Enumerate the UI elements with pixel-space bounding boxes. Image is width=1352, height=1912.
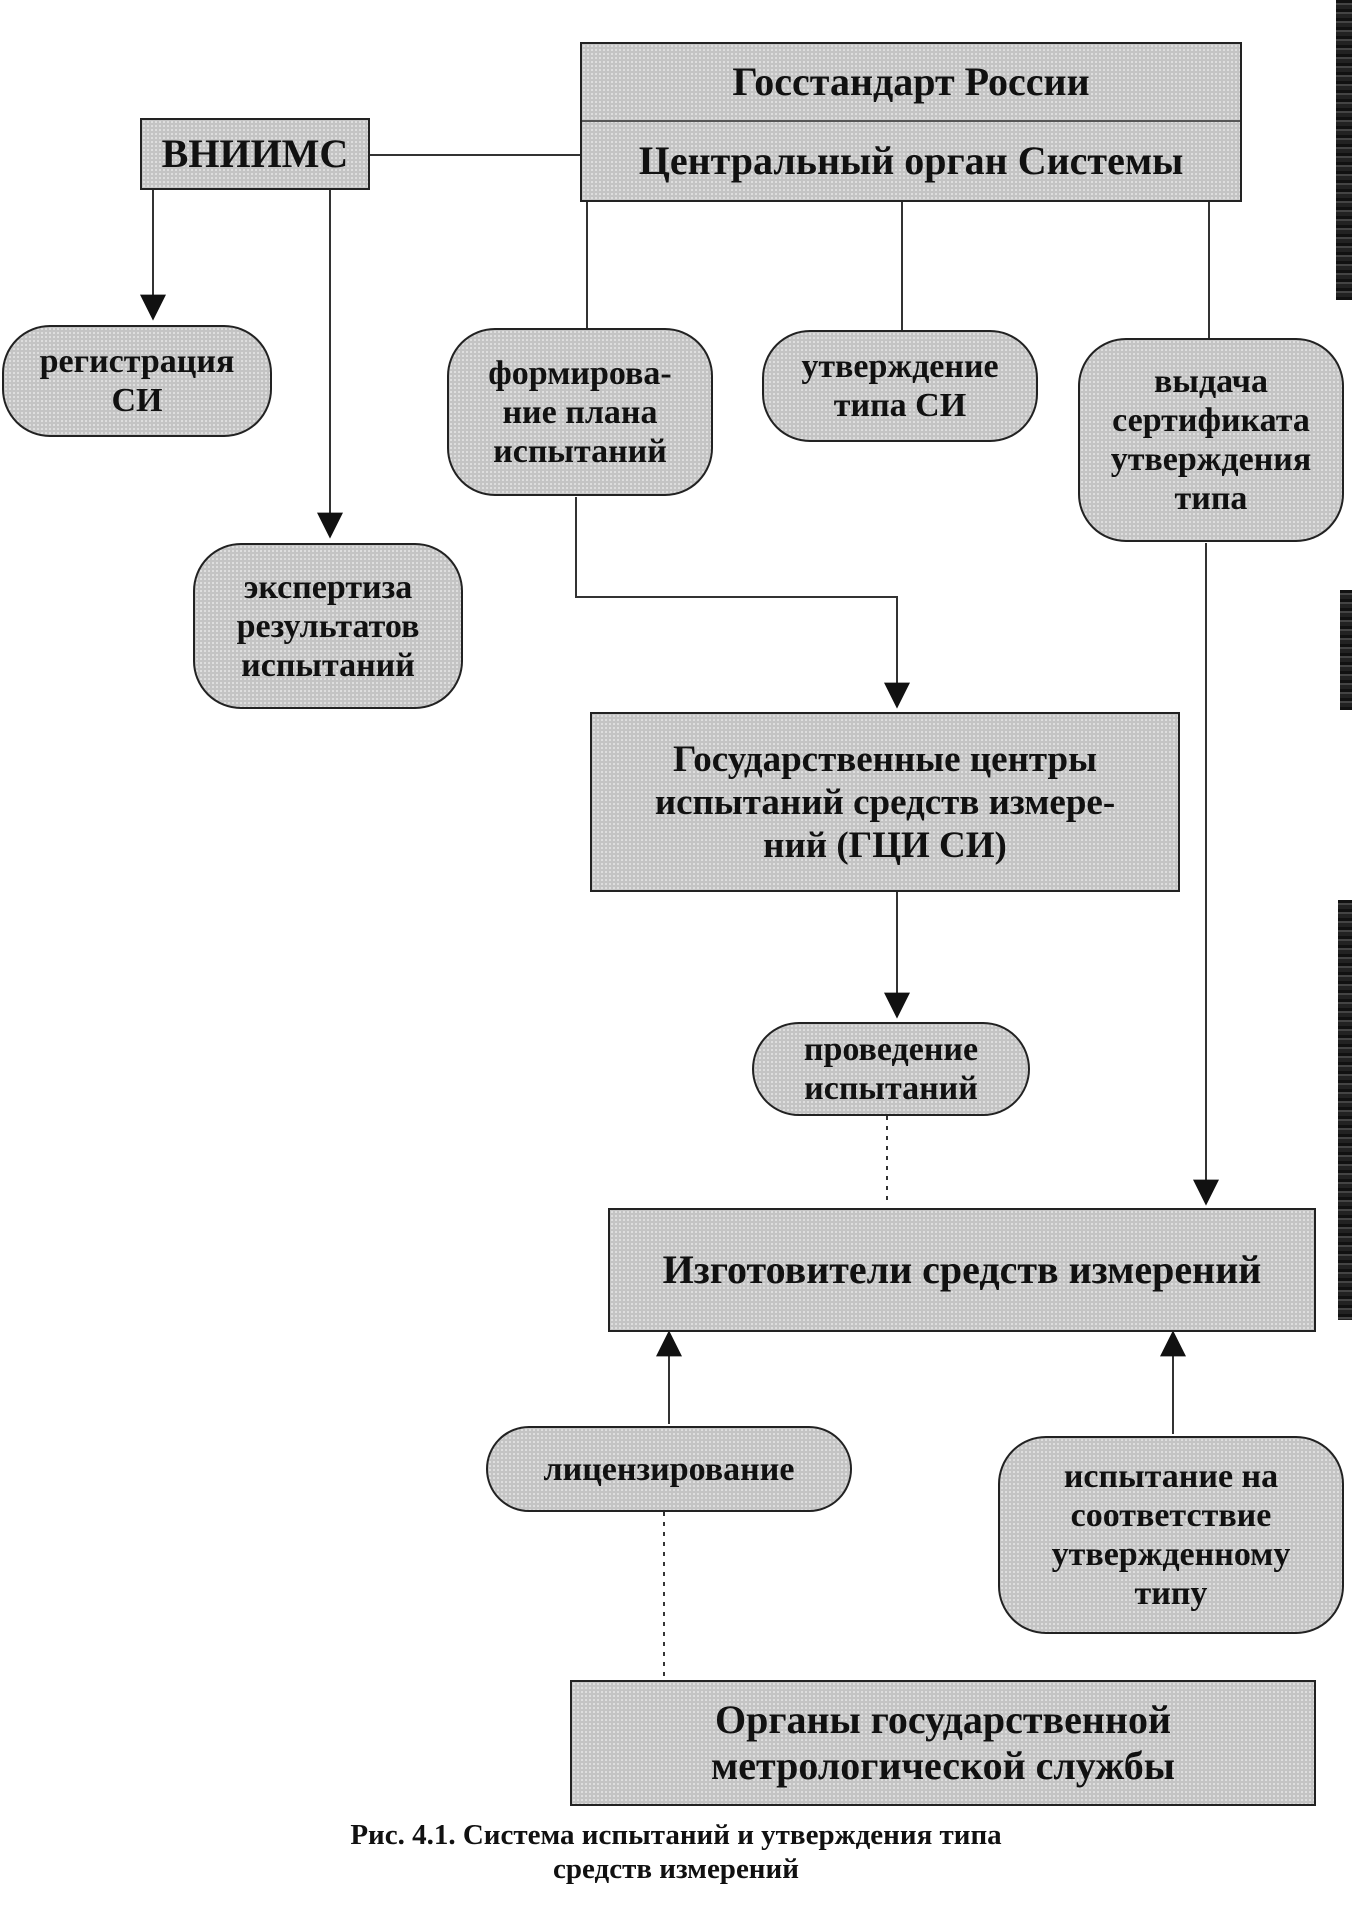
scan-edge-artifact xyxy=(1336,0,1352,300)
gosstandart-title: Госстандарт России xyxy=(732,59,1090,104)
licensing-box: лицензирование xyxy=(486,1426,852,1512)
test-plan-box: формирова- ние плана испытаний xyxy=(447,328,713,496)
vniims-label: ВНИИМС xyxy=(161,131,349,176)
scan-edge-artifact xyxy=(1338,900,1352,1320)
conformity-test-box: испытание на соответствие утвержденному … xyxy=(998,1436,1344,1634)
gci-si-label: Государственные центры испытаний средств… xyxy=(654,738,1116,866)
type-approval-label: утверждение типа СИ xyxy=(801,348,999,424)
figure-caption: Рис. 4.1. Система испытаний и утверждени… xyxy=(0,1818,1352,1886)
scan-edge-artifact xyxy=(1340,590,1352,710)
certificate-issue-label: выдача сертификата утверждения типа xyxy=(1110,363,1312,517)
gosstandart-subtitle: Центральный орган Системы xyxy=(638,138,1184,183)
gci-si-box: Государственные центры испытаний средств… xyxy=(590,712,1180,892)
expertise-label: экспертиза результатов испытаний xyxy=(236,568,420,684)
state-service-box: Органы государственной метрологической с… xyxy=(570,1680,1316,1806)
type-approval-box: утверждение типа СИ xyxy=(762,330,1038,442)
state-service-label: Органы государственной метрологической с… xyxy=(710,1697,1175,1788)
manufacturers-box: Изготовители средств измерений xyxy=(608,1208,1316,1332)
licensing-label: лицензирование xyxy=(543,1450,795,1488)
conformity-test-label: испытание на соответствие утвержденному … xyxy=(1051,1458,1291,1612)
expertise-box: экспертиза результатов испытаний xyxy=(193,543,463,709)
registration-box: регистрация СИ xyxy=(2,325,272,437)
conducting-tests-box: проведение испытаний xyxy=(752,1022,1030,1116)
gosstandart-subtitle-cell: Центральный орган Системы xyxy=(582,122,1240,200)
conducting-tests-label: проведение испытаний xyxy=(803,1031,979,1107)
gosstandart-box: Госстандарт России Центральный орган Сис… xyxy=(580,42,1242,202)
test-plan-label: формирова- ние плана испытаний xyxy=(488,354,672,470)
manufacturers-label: Изготовители средств измерений xyxy=(662,1247,1262,1292)
vniims-box: ВНИИМС xyxy=(140,118,370,190)
edge-testplan-gci xyxy=(575,497,910,709)
caption-line-1: Рис. 4.1. Система испытаний и утверждени… xyxy=(350,1819,1002,1851)
certificate-issue-box: выдача сертификата утверждения типа xyxy=(1078,338,1344,542)
caption-line-2: средств измерений xyxy=(553,1853,799,1885)
gosstandart-title-cell: Госстандарт России xyxy=(582,44,1240,122)
registration-label: регистрация СИ xyxy=(39,343,235,419)
